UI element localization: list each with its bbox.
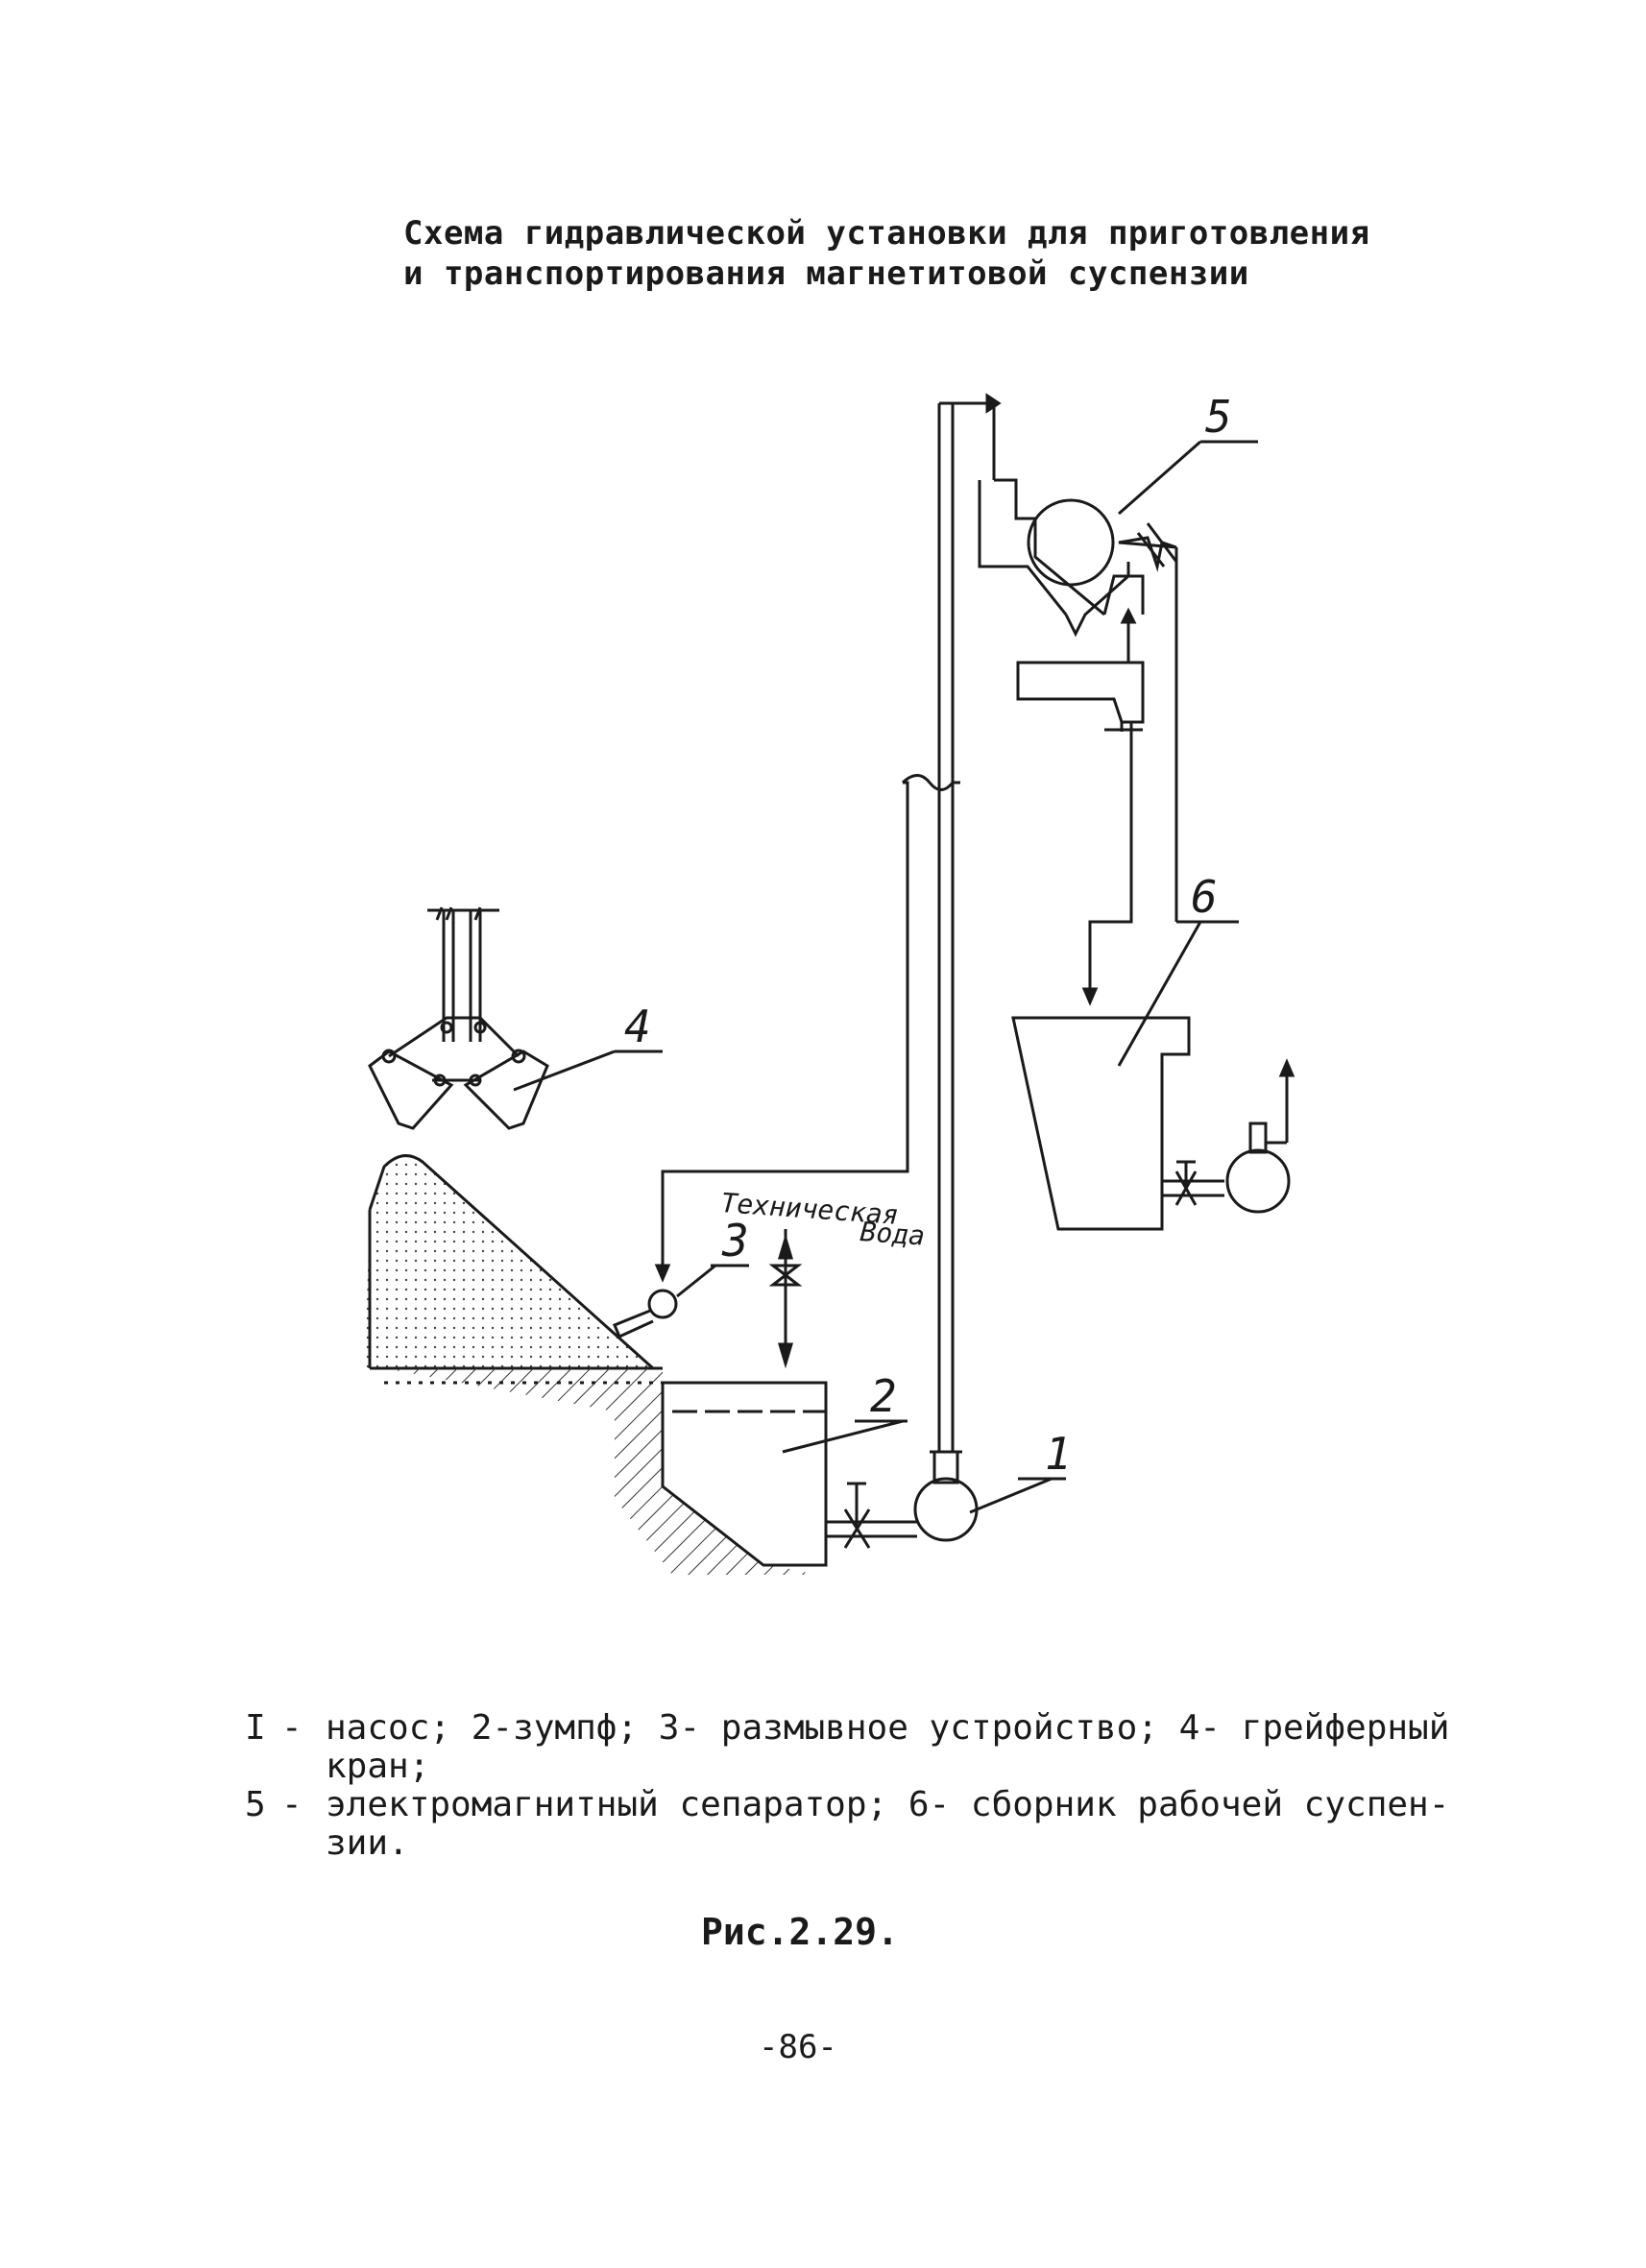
label-2: 2: [870, 1370, 897, 1422]
electromagnetic-separator-5: [978, 440, 1258, 922]
pump-riser-pipe: [937, 393, 1002, 1452]
legend-number: I: [245, 1708, 266, 1748]
legend-text-continuation: зии.: [326, 1823, 409, 1863]
legend-row-continuation: кран;: [245, 1748, 1449, 1786]
technical-water-supply: [768, 1229, 803, 1369]
legend-text: насос; 2-зумпф; 3- размывное устройство;…: [326, 1708, 1450, 1748]
legend-row: I-насос; 2-зумпф; 3- размывное устройств…: [245, 1708, 1450, 1748]
title-line-2: и транспортирования магнетитовой суспенз…: [403, 254, 1249, 293]
legend-row: 5-электромагнитный сепаратор; 6- сборник…: [245, 1785, 1450, 1824]
legend-number: 5: [245, 1785, 266, 1824]
grab-crane-4: [368, 906, 663, 1130]
washing-device-3: [613, 774, 960, 1339]
pump-1: [826, 1450, 1066, 1549]
figure-caption: Рис.2.29.: [701, 1911, 899, 1953]
legend-row-continuation: зии.: [245, 1824, 1449, 1863]
page-number: -86-: [759, 2028, 837, 2066]
title-line-1: Схема гидравлической установки для приго…: [403, 214, 1370, 253]
label-3: 3: [721, 1215, 749, 1267]
label-6: 6: [1191, 871, 1218, 923]
label-1: 1: [1045, 1428, 1072, 1480]
label-4: 4: [624, 1001, 651, 1052]
label-5: 5: [1205, 391, 1232, 443]
page-title: Схема гидравлической установки для приго…: [403, 213, 1370, 294]
legend-text-continuation: кран;: [326, 1747, 430, 1786]
separator-launder: [1016, 661, 1145, 1006]
legend-text: электромагнитный сепаратор; 6- сборник р…: [326, 1785, 1450, 1824]
legend: I-насос; 2-зумпф; 3- размывное устройств…: [245, 1709, 1449, 1863]
sump-2: [661, 1381, 908, 1567]
suspension-collector-6: [1011, 920, 1295, 1231]
technical-water-label-line-2: Вода: [859, 1216, 927, 1252]
